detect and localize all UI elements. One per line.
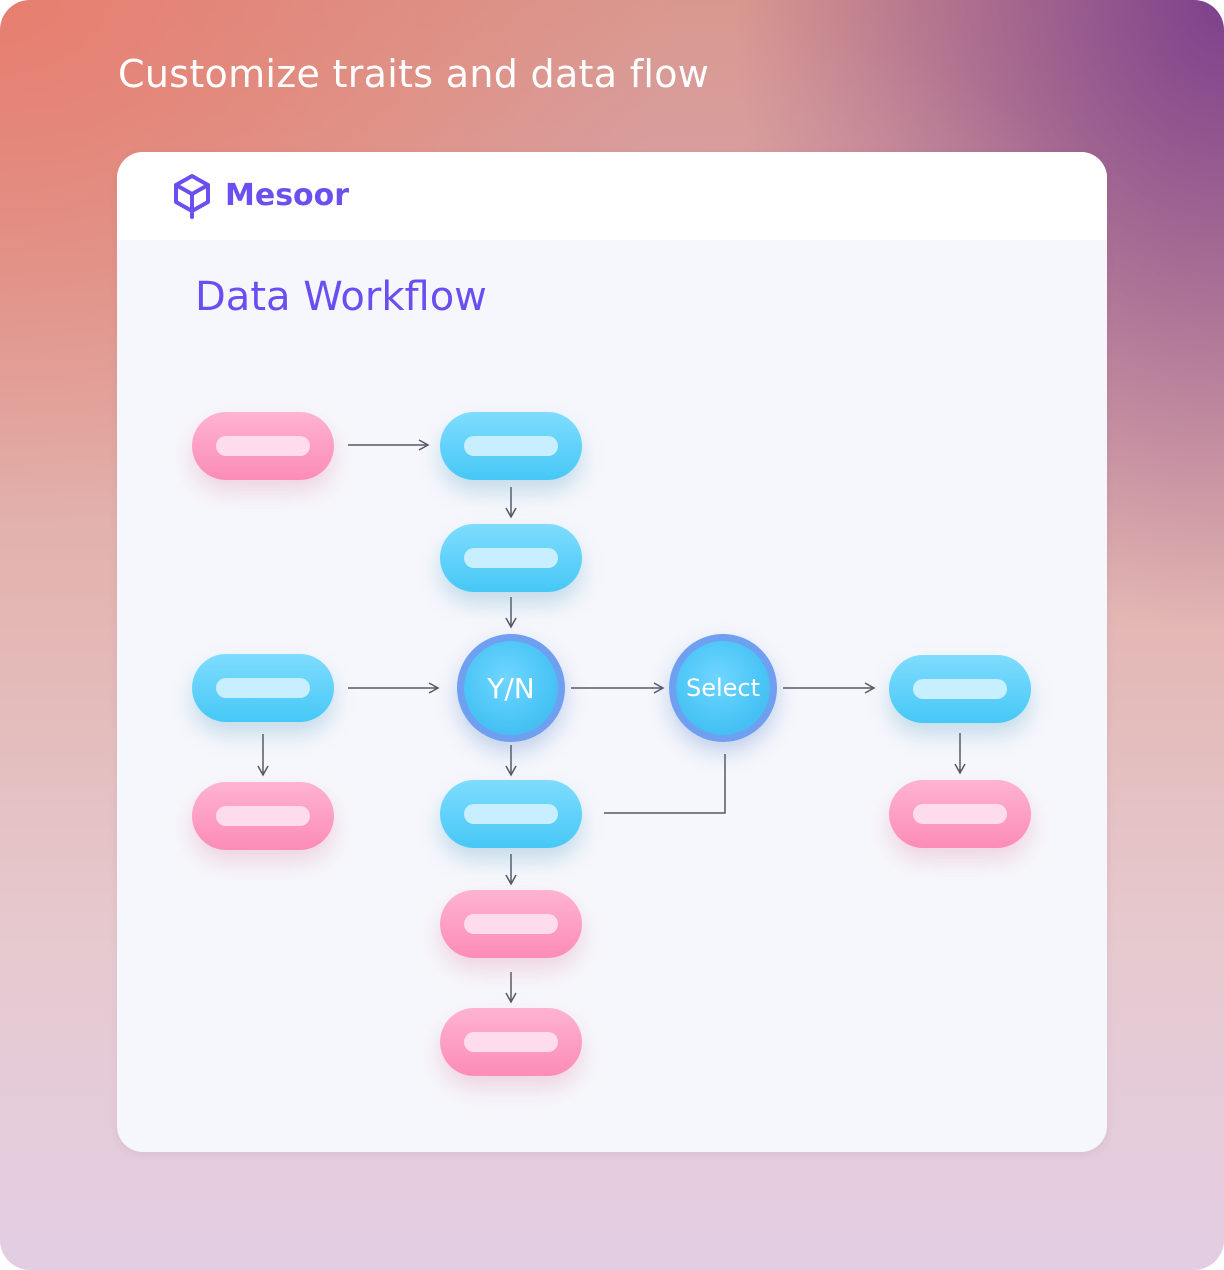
workflow-card: Mesoor Data Workflow (117, 152, 1107, 1152)
workflow-node (192, 782, 334, 850)
workflow-node (889, 655, 1031, 723)
workflow-diagram: Y/N Select (117, 152, 1107, 1152)
workflow-node (440, 890, 582, 958)
select-node: Select (669, 634, 777, 742)
decision-label: Y/N (487, 671, 535, 705)
decision-node: Y/N (457, 634, 565, 742)
connector-layer (257, 439, 966, 1004)
node-placeholder-bar (913, 804, 1007, 824)
connector-branch-to-select (604, 754, 726, 814)
node-placeholder-bar (464, 436, 558, 456)
workflow-node (440, 780, 582, 848)
workflow-node (889, 780, 1031, 848)
node-placeholder-bar (464, 548, 558, 568)
cube-icon (174, 174, 210, 219)
card-header: Mesoor (117, 152, 1107, 240)
node-placeholder-bar (216, 806, 310, 826)
node-placeholder-bar (464, 914, 558, 934)
node-placeholder-bar (913, 679, 1007, 699)
headline: Customize traits and data flow (118, 52, 710, 96)
workflow-node (440, 412, 582, 480)
node-placeholder-bar (464, 804, 558, 824)
node-placeholder-bar (216, 436, 310, 456)
workflow-title: Data Workflow (195, 274, 487, 320)
node-placeholder-bar (464, 1032, 558, 1052)
workflow-node (192, 412, 334, 480)
brand-name: Mesoor (225, 178, 350, 213)
workflow-node (440, 1008, 582, 1076)
workflow-node (192, 654, 334, 722)
workflow-node (440, 524, 582, 592)
node-placeholder-bar (216, 678, 310, 698)
select-label: Select (685, 674, 761, 702)
